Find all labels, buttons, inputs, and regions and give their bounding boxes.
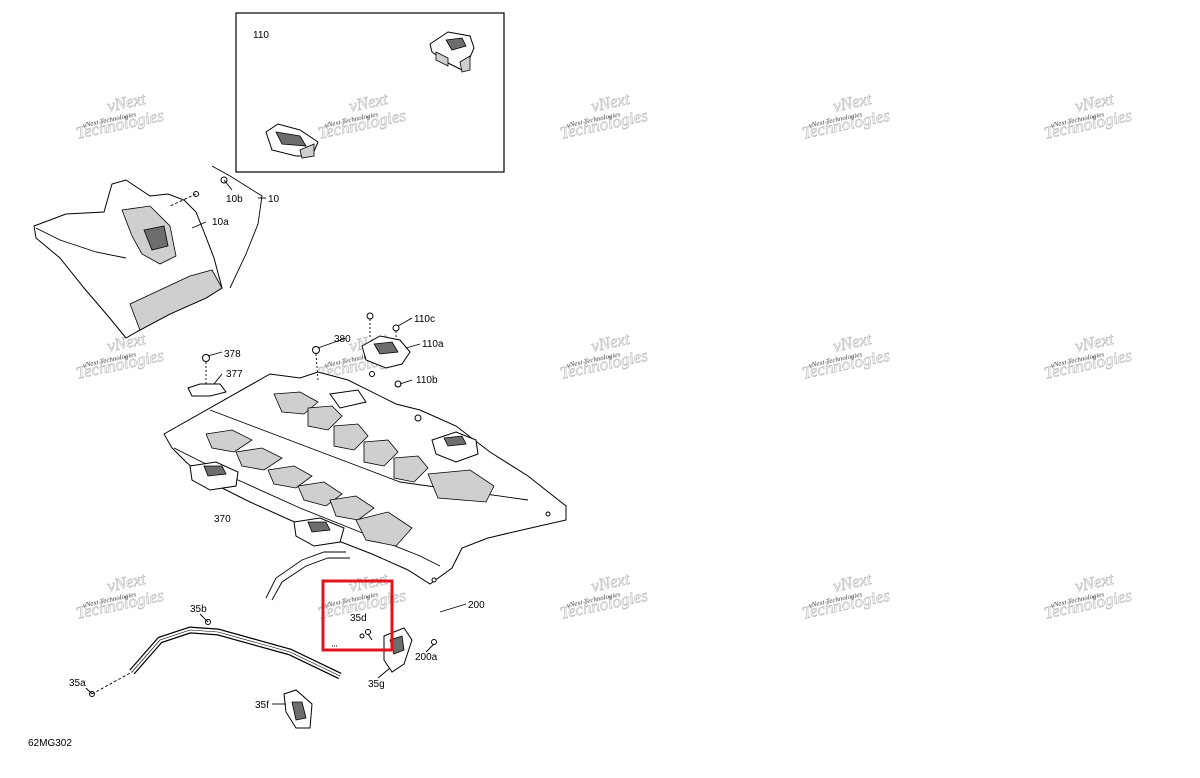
leader-lines	[85, 197, 467, 705]
callout-110b[interactable]: 110b	[416, 375, 438, 386]
callout-10a[interactable]: 10a	[212, 217, 229, 228]
callout-377[interactable]: 377	[226, 369, 243, 380]
inset-part-lower	[265, 123, 319, 159]
callout-35b[interactable]: 35b	[190, 604, 207, 615]
part-35d-screw	[332, 629, 373, 647]
callout-370[interactable]: 370	[214, 514, 231, 525]
callout-110[interactable]: 110	[253, 30, 269, 41]
callout-10[interactable]: 10	[268, 194, 280, 205]
part-110a-bracket	[361, 312, 411, 388]
inset-box-110	[235, 12, 505, 173]
callout-35g[interactable]: 35g	[368, 679, 385, 690]
inset-part-upper	[429, 31, 475, 73]
diagram-code: 62MG302	[28, 738, 72, 749]
part-35-rail	[89, 619, 342, 729]
part-10-panel	[33, 165, 263, 339]
callout-35d[interactable]: 35d	[350, 613, 367, 624]
small-hardware	[187, 346, 320, 397]
callout-380[interactable]: 380	[334, 334, 351, 345]
part-370-skid-plate	[163, 371, 567, 585]
callout-10b[interactable]: 10b	[226, 194, 243, 205]
callout-200[interactable]: 200	[468, 600, 485, 611]
highlight-box-35d	[321, 579, 394, 652]
callout-35a[interactable]: 35a	[69, 678, 86, 689]
callout-378[interactable]: 378	[224, 349, 241, 360]
callout-35f[interactable]: 35f	[255, 700, 269, 711]
callout-200a[interactable]: 200a	[415, 652, 438, 663]
callout-labels: 110 10 10a 10b 380 378 377 110c 110a 110…	[28, 30, 485, 749]
callout-110c[interactable]: 110c	[414, 314, 435, 325]
callout-110a[interactable]: 110a	[422, 339, 444, 350]
